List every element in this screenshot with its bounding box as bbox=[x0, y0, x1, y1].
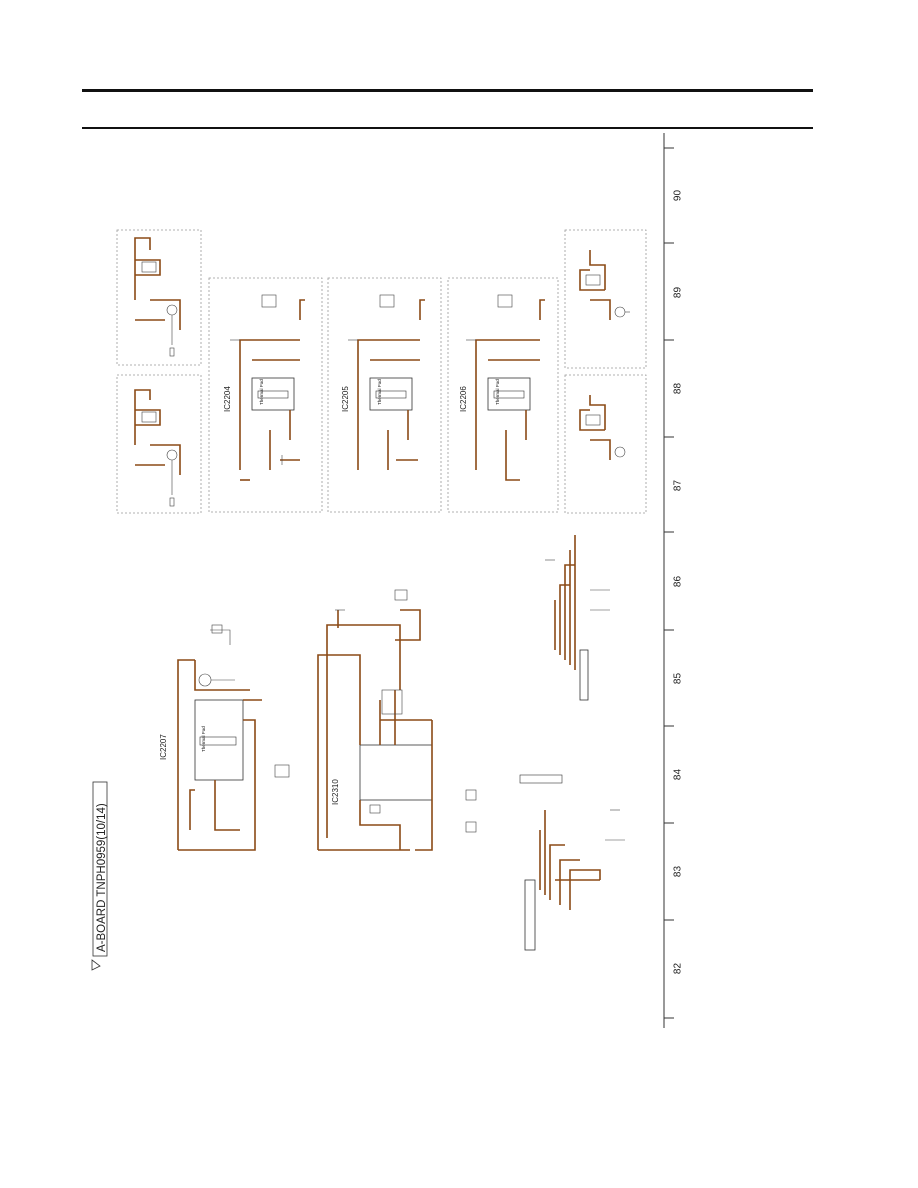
switch-block-1 bbox=[134, 237, 181, 330]
grid-label: 87 bbox=[672, 479, 684, 492]
ic2206-block bbox=[466, 294, 545, 481]
header-rule bbox=[82, 127, 813, 129]
grid-label: 89 bbox=[672, 286, 684, 299]
connector-block-2 bbox=[519, 774, 625, 951]
ic2207-label: IC2207 bbox=[159, 734, 168, 760]
connector-block-1 bbox=[545, 535, 610, 701]
switch-block-3 bbox=[579, 250, 611, 320]
ic2204-label: IC2204 bbox=[223, 386, 232, 412]
ic2310-block bbox=[317, 589, 477, 851]
grid-label: 90 bbox=[672, 189, 684, 202]
grid-label: 85 bbox=[672, 672, 684, 685]
switch-block-2 bbox=[134, 389, 181, 475]
switch-block-4 bbox=[579, 395, 611, 460]
board-title-frame bbox=[92, 781, 108, 957]
grid-label: 88 bbox=[672, 382, 684, 395]
ic2310-label: IC2310 bbox=[331, 779, 340, 805]
top-rule bbox=[82, 89, 813, 92]
ic2207-block bbox=[177, 624, 290, 851]
thermal-pad-label: Thermal Pad bbox=[495, 379, 500, 405]
thermal-pad-label: Thermal Pad bbox=[259, 379, 264, 405]
ic2205-block bbox=[348, 294, 425, 470]
warning-triangle bbox=[91, 959, 101, 971]
grid-label: 82 bbox=[672, 962, 684, 975]
ic2204-block bbox=[230, 294, 305, 481]
board-title: A-BOARD TNPH0959(10/14) bbox=[96, 803, 108, 952]
grid-ruler bbox=[663, 133, 674, 1028]
grid-label: 83 bbox=[672, 865, 684, 878]
ic2206-label: IC2206 bbox=[459, 386, 468, 412]
grid-label: 84 bbox=[672, 768, 684, 781]
thermal-pad-label: Thermal Pad bbox=[201, 726, 206, 752]
thermal-pad-label: Thermal Pad bbox=[377, 379, 382, 405]
ic2205-label: IC2205 bbox=[341, 386, 350, 412]
grid-label: 86 bbox=[672, 575, 684, 588]
block-frames bbox=[116, 229, 647, 514]
